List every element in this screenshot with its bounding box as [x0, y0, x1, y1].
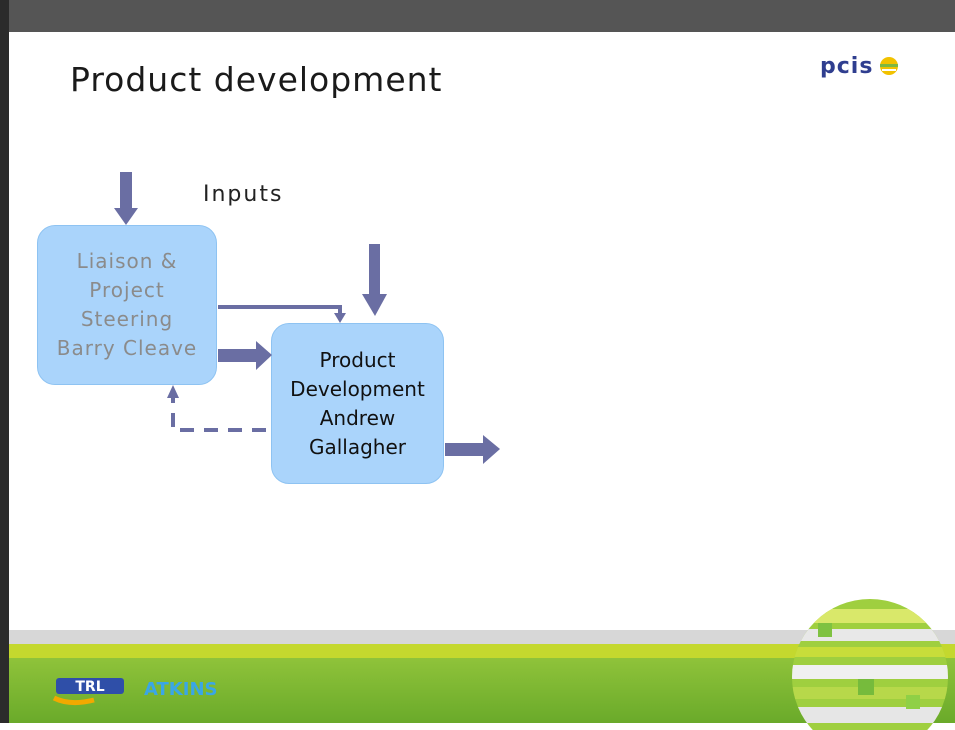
elbow-arrow-head [334, 313, 346, 323]
footer-band-grey [9, 630, 955, 644]
output-arrow [445, 435, 500, 464]
left-edge [0, 0, 9, 723]
product-line: Product [319, 347, 396, 372]
elbow-arrow [218, 305, 342, 315]
input-arrow-product [362, 244, 387, 316]
globe-decoration [792, 599, 948, 730]
liaison-line: Barry Cleave [56, 336, 198, 360]
pcis-logo-text: pcis [820, 53, 874, 79]
pcis-logo: pcis [820, 50, 899, 82]
main-arrow [218, 341, 272, 370]
liaison-line: Steering [80, 307, 174, 331]
product-line: Gallagher [308, 434, 406, 459]
liaison-line: Liaison & [76, 249, 178, 273]
product-line: Development [290, 376, 425, 401]
liaison-box: Liaison & Project Steering Barry Cleave [37, 225, 217, 385]
feedback-arrow [171, 398, 266, 432]
atkins-logo: ATKINS [144, 678, 218, 700]
footer-logos: TRL ATKINS [50, 672, 218, 706]
slide-title: Product development [70, 60, 443, 99]
product-line: Andrew [319, 405, 396, 430]
trl-logo-text: TRL [75, 679, 104, 695]
pcis-globe-icon [880, 57, 899, 75]
top-bar [0, 0, 955, 32]
liaison-line: Project [89, 278, 165, 302]
inputs-label: Inputs [203, 182, 284, 207]
trl-logo: TRL [52, 678, 124, 706]
footer-band-lime [9, 644, 955, 658]
product-development-box: Product Development Andrew Gallagher [271, 323, 444, 484]
input-arrow-liaison [114, 172, 138, 225]
feedback-arrow-head [167, 385, 179, 398]
